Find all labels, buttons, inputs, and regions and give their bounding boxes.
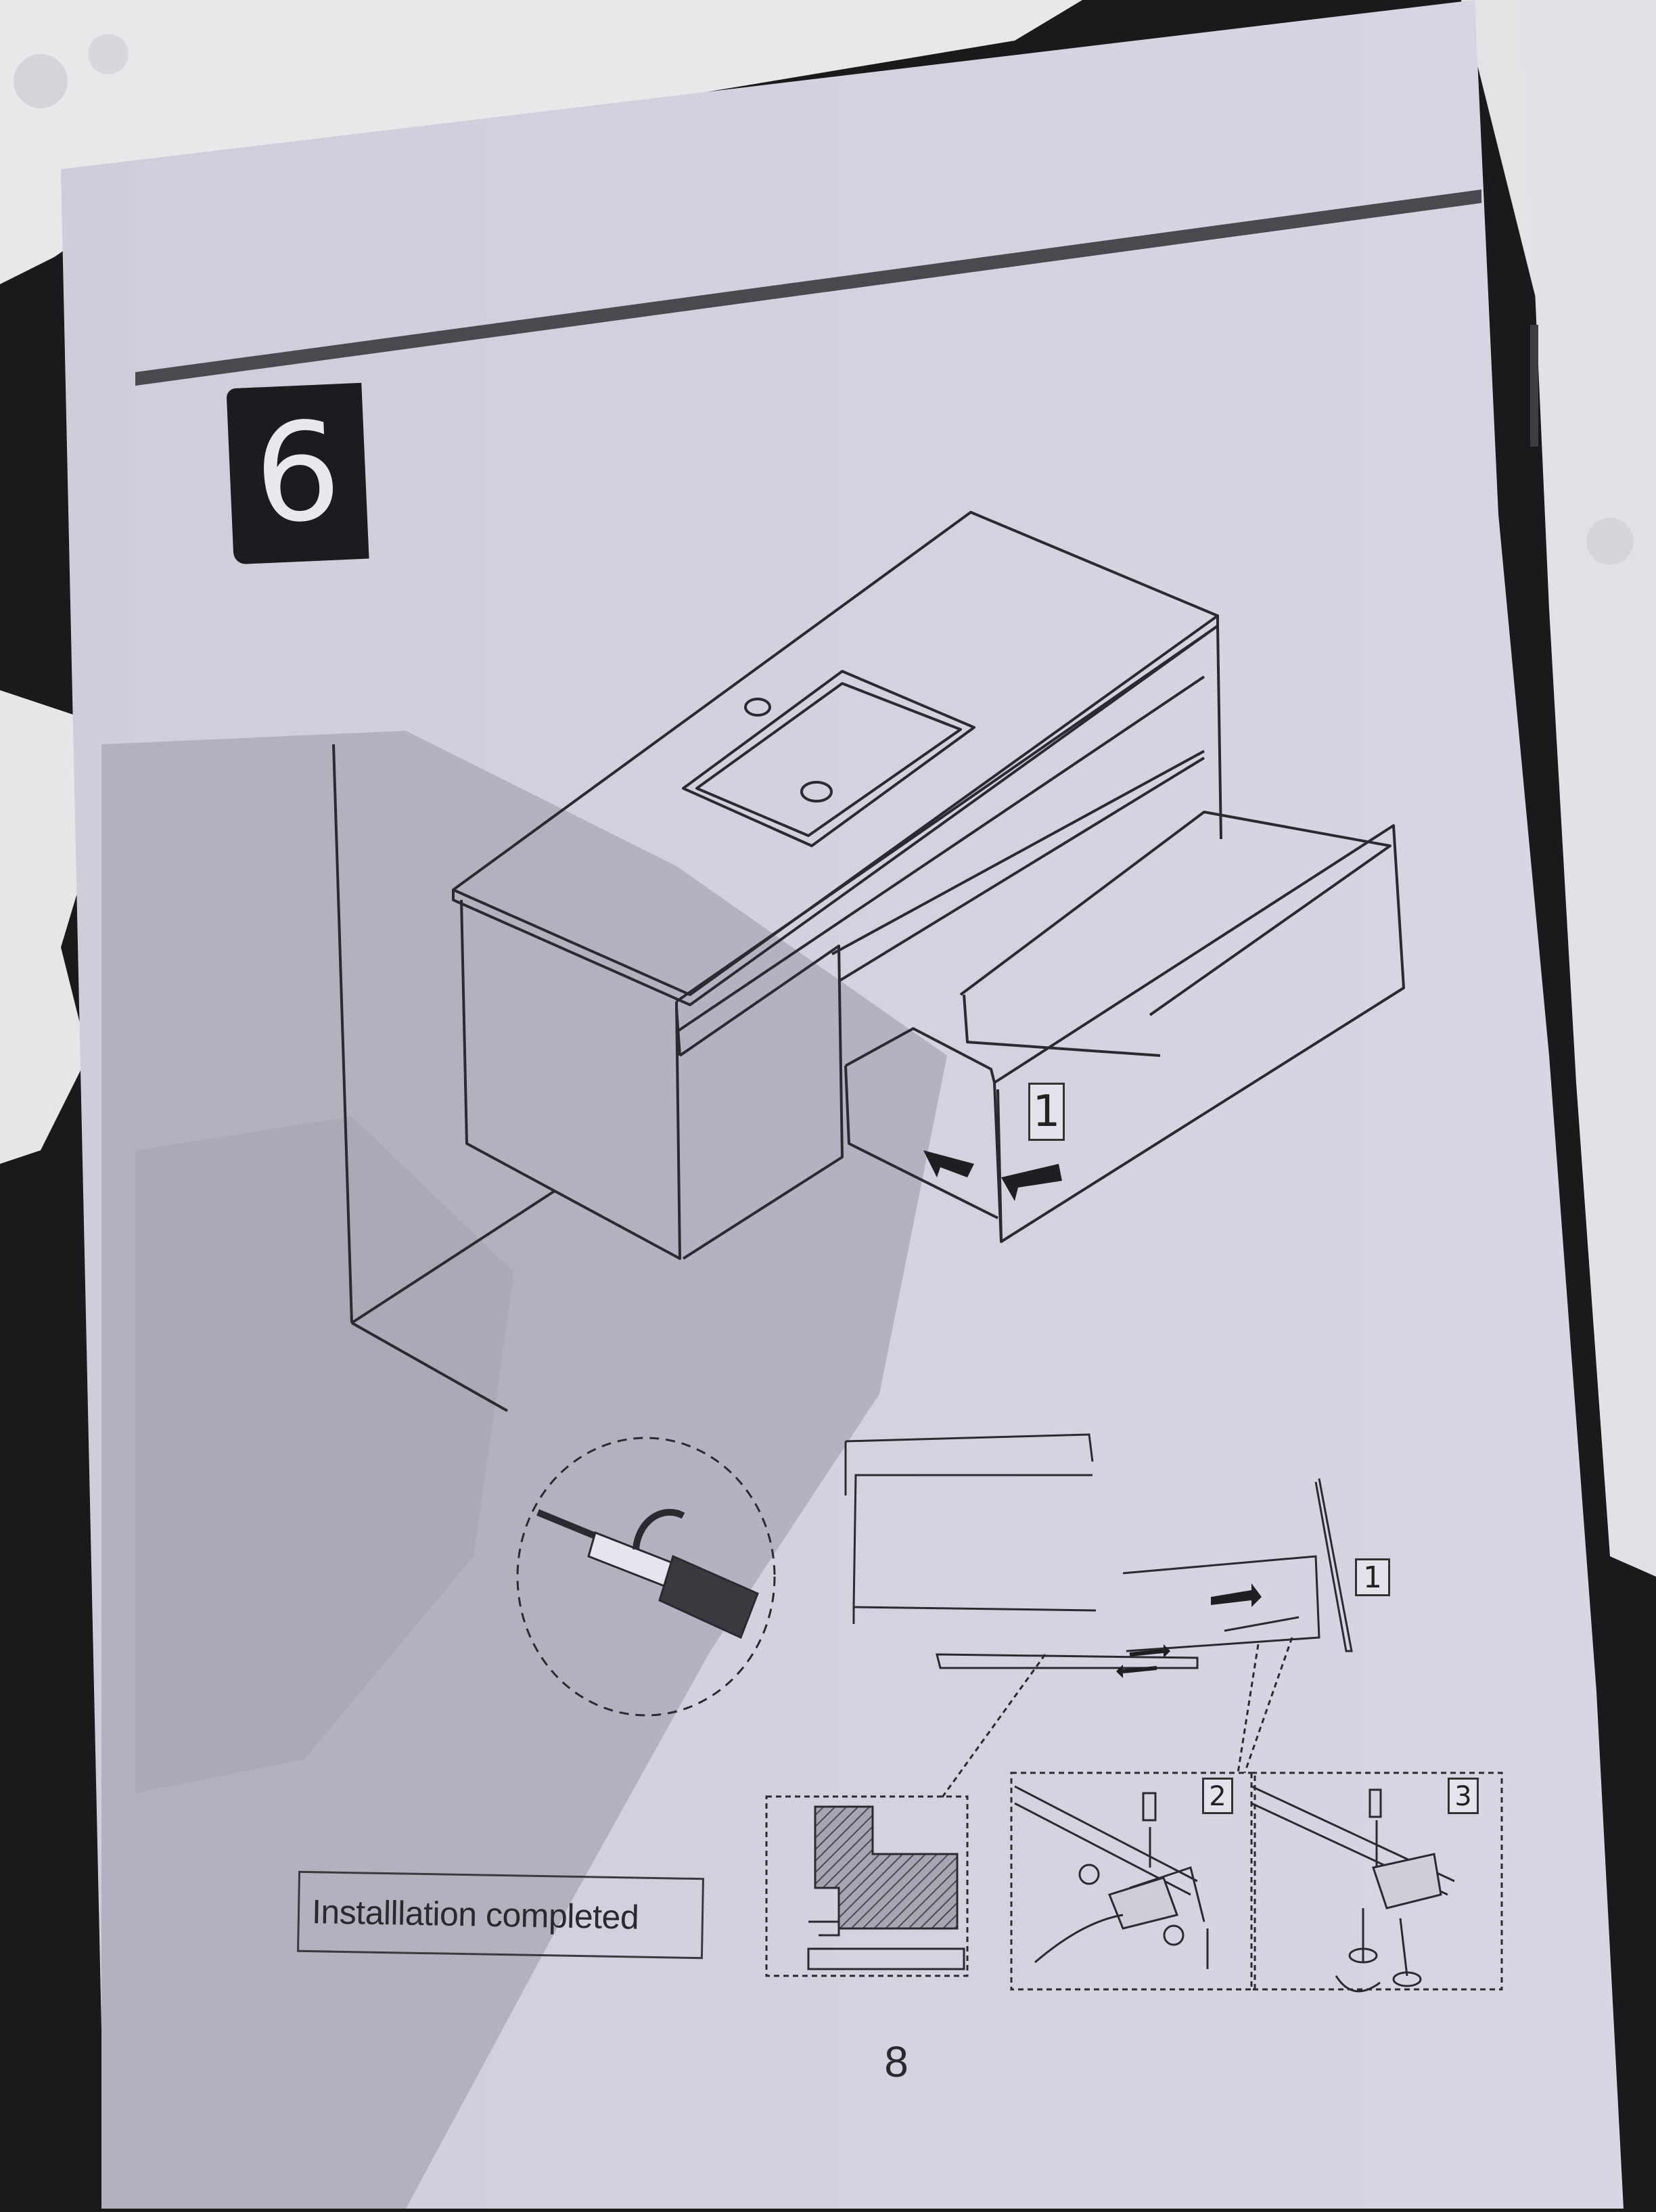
vanity-cabinet-drawing	[332, 511, 1405, 1412]
detail-box-adjustment	[1010, 1771, 1256, 1991]
detail-box-screws	[1250, 1771, 1503, 1993]
installation-completed-box: Installlation completed	[296, 1870, 705, 1960]
callout-drawer-rail: 1	[1355, 1558, 1390, 1596]
callout-detail-2: 2	[1202, 1778, 1233, 1814]
callout-detail-3: 3	[1448, 1778, 1479, 1814]
drawer-rail-side-view	[844, 1433, 1353, 1801]
callout-drawer-main: 1	[1028, 1083, 1065, 1141]
detail-box-rail-profile	[765, 1795, 969, 1977]
step-number-badge: 6	[226, 382, 369, 565]
installation-completed-label: Installlation completed	[311, 1893, 639, 1937]
page-number: 8	[884, 2037, 908, 2086]
screwdriver-detail	[516, 1437, 776, 1717]
